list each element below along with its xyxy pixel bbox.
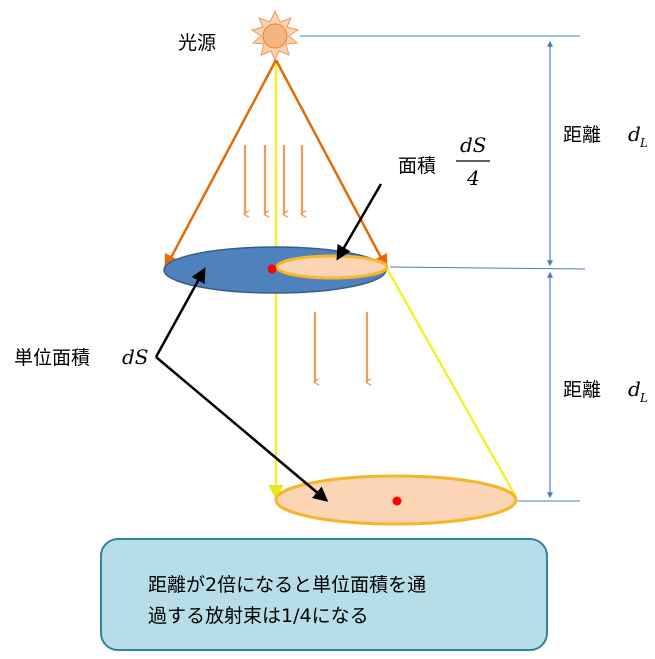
yellow-right-ray: [384, 266, 518, 498]
distance-2-label: 距離: [563, 379, 601, 401]
small-area-label: 面積: [398, 155, 436, 177]
unit-area-pointer-far: [155, 356, 329, 502]
svg-text:d: d: [628, 122, 641, 146]
light-source-label: 光源: [178, 32, 216, 54]
center-dot-far: [392, 496, 402, 506]
svg-text:L: L: [639, 136, 648, 150]
caption-line-1: 距離が2倍になると単位面積を通: [148, 574, 427, 596]
distance-1-label: 距離: [563, 124, 601, 146]
unit-area-pointer-near: [154, 267, 206, 358]
svg-text:d: d: [628, 377, 641, 401]
unit-area-symbol: dS: [122, 345, 149, 369]
small-area-numerator: dS: [460, 133, 487, 157]
flux-arrows-upper: [245, 145, 302, 214]
caption-line-2: 過する放射束は1/4になる: [148, 605, 369, 627]
flux-arrows-lower: [315, 312, 367, 382]
center-dot-near: [267, 264, 277, 274]
unit-area-label: 単位面積: [14, 347, 90, 369]
small-area-pointer: [336, 183, 383, 261]
svg-text:L: L: [639, 391, 648, 405]
small-area-denominator: 4: [466, 166, 480, 190]
small-area-disk: [275, 254, 389, 280]
caption-box: 距離が2倍になると単位面積を通 過する放射束は1/4になる: [100, 538, 548, 651]
orange-left-ray: [164, 59, 278, 270]
sun-icon: [250, 9, 300, 62]
mid-guide-line: [389, 266, 586, 270]
